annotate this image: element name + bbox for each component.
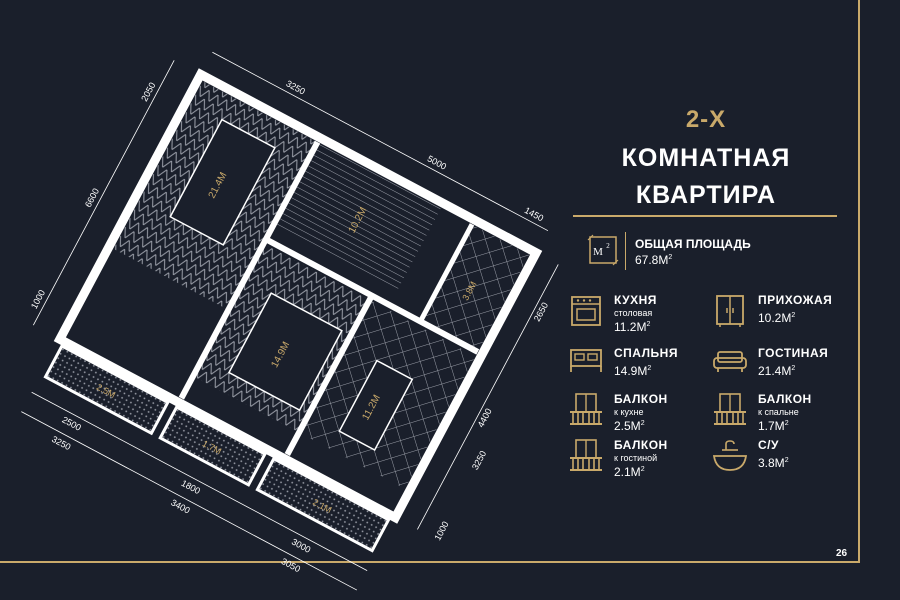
- stove-icon: [571, 296, 601, 326]
- room-area: 1.7М2: [758, 419, 789, 433]
- plan-balcony-bedroom: [158, 405, 267, 487]
- area-icon-sup: 2: [606, 242, 610, 250]
- room-subtitle: к кухне: [614, 407, 644, 417]
- plan-dimension: 3250: [470, 449, 488, 471]
- plan-balcony-kitchen: [255, 456, 391, 553]
- plan-balcony-living: [43, 343, 170, 436]
- heading-divider: [573, 215, 837, 217]
- gold-frame-horizontal: [0, 561, 860, 563]
- wardrobe-icon: [716, 295, 744, 327]
- page-heading: 2-Х КОМНАТНАЯ КВАРТИРА: [575, 106, 837, 210]
- room-area: 2.5М2: [614, 419, 645, 433]
- total-area-value: 67.8М2: [635, 253, 673, 267]
- floor-plan: 21.4М 14.9М 10.2М 11.2М 3.8М 2.5М 1.7М 2…: [21, 51, 559, 591]
- gold-frame-vertical: [858, 0, 860, 563]
- room-area: 11.2М2: [614, 320, 651, 334]
- plan-dimension: 4400: [476, 407, 494, 429]
- balcony-icon: [570, 393, 602, 425]
- room-name: БАЛКОН: [614, 438, 668, 452]
- plan-dimension: 5000: [426, 153, 448, 171]
- area-icon-label: М: [593, 246, 603, 258]
- area-icon: М 2: [587, 234, 619, 266]
- plan-dimension: 3250: [284, 78, 306, 96]
- balcony-icon: [570, 439, 602, 471]
- plan-dimension: 2050: [139, 81, 157, 103]
- balcony-icon: [714, 393, 746, 425]
- plan-hallway: [272, 142, 442, 292]
- sofa-icon: [713, 351, 747, 372]
- room-name: БАЛКОН: [614, 392, 668, 406]
- room-subtitle: к спальне: [758, 407, 799, 417]
- plan-dimension: 1000: [432, 520, 450, 542]
- plan-dimension: 1000: [29, 288, 47, 310]
- plan-dimension: 6600: [83, 187, 101, 209]
- room-area: 3.8М2: [758, 456, 789, 470]
- plan-bathroom: [420, 224, 530, 352]
- total-area-label: ОБЩАЯ ПЛОЩАДЬ: [635, 237, 751, 251]
- heading-line-2: КОМНАТНАЯ: [621, 144, 791, 172]
- room-area: 14.9М2: [614, 364, 652, 378]
- bed-icon: [570, 349, 602, 372]
- room-subtitle: столовая: [614, 308, 653, 318]
- room-area: 10.2М2: [758, 311, 796, 325]
- room-name: ПРИХОЖАЯ: [758, 293, 833, 307]
- plan-dimension: 2650: [532, 301, 550, 323]
- room-name: БАЛКОН: [758, 392, 812, 406]
- page-number: 26: [836, 548, 848, 559]
- room-name: ГОСТИНАЯ: [758, 346, 829, 360]
- room-name: КУХНЯ: [614, 293, 657, 307]
- sink-icon: [712, 440, 748, 471]
- plan-dimension: 1450: [523, 205, 545, 223]
- room-name: СПАЛЬНЯ: [614, 346, 678, 360]
- room-area: 21.4М2: [758, 364, 796, 378]
- heading-rooms-count: 2-Х: [685, 106, 727, 133]
- room-name: С/У: [758, 438, 779, 452]
- total-separator: [625, 232, 626, 270]
- room-subtitle: к гостиной: [614, 453, 658, 463]
- heading-line-3: КВАРТИРА: [635, 181, 777, 209]
- room-area: 2.1М2: [614, 465, 645, 479]
